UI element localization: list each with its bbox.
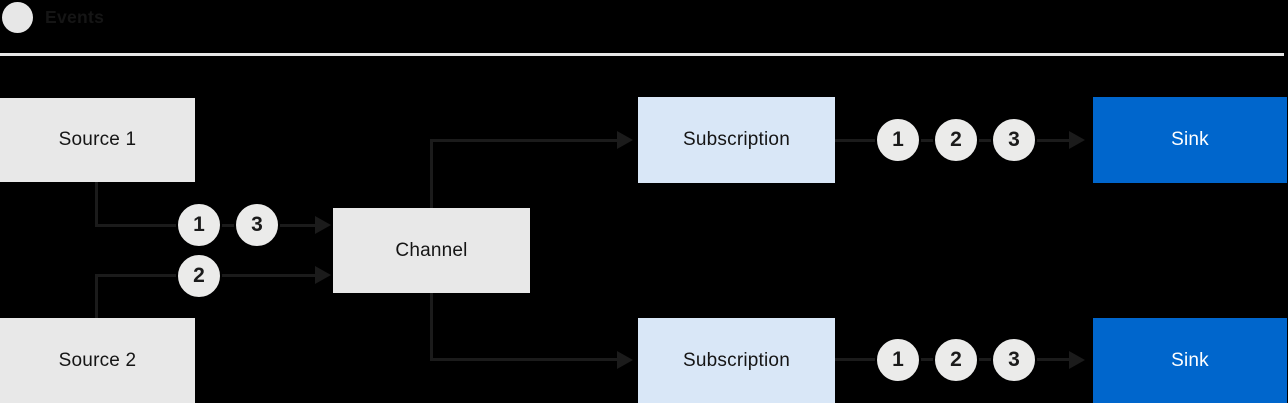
node-subscription-top-label: Subscription bbox=[683, 129, 790, 150]
connector-channel-to-subscription-bottom bbox=[430, 358, 619, 361]
arrowhead-into-sink-top-icon bbox=[1069, 131, 1085, 149]
events-legend-icon bbox=[2, 2, 33, 33]
event-marker: 1 bbox=[875, 337, 921, 383]
event-marker: 2 bbox=[933, 337, 979, 383]
node-sink-bottom-label: Sink bbox=[1171, 349, 1209, 371]
event-marker: 1 bbox=[875, 117, 921, 163]
connector-channel-to-subscription-top bbox=[430, 139, 619, 142]
arrowhead-into-channel-bottom-icon bbox=[315, 266, 331, 284]
event-marker: 3 bbox=[991, 337, 1037, 383]
node-sink-bottom: Sink bbox=[1093, 318, 1287, 403]
node-source-1: Source 1 bbox=[0, 98, 195, 182]
node-sink-top-label: Sink bbox=[1171, 129, 1209, 150]
events-legend-label: Events bbox=[45, 7, 105, 27]
legend-divider bbox=[0, 53, 1284, 56]
event-marker: 2 bbox=[933, 117, 979, 163]
node-channel: Channel bbox=[333, 208, 530, 293]
connector-channel-down bbox=[430, 292, 433, 360]
connector-source1-down bbox=[95, 181, 98, 226]
node-sink-top: Sink bbox=[1093, 97, 1287, 183]
arrowhead-into-sink-bottom-icon bbox=[1069, 351, 1085, 369]
node-subscription-top: Subscription bbox=[638, 97, 835, 183]
connector-source2-up bbox=[95, 275, 98, 318]
event-marker: 2 bbox=[176, 253, 222, 299]
node-subscription-bottom-label: Subscription bbox=[683, 349, 790, 371]
arrowhead-into-channel-top-icon bbox=[315, 216, 331, 234]
arrowhead-into-subscription-bottom-icon bbox=[617, 351, 633, 369]
node-source-2-label: Source 2 bbox=[58, 349, 137, 371]
node-channel-label: Channel bbox=[395, 239, 468, 261]
event-marker: 3 bbox=[234, 202, 280, 248]
event-marker: 1 bbox=[176, 202, 222, 248]
node-source-1-label: Source 1 bbox=[58, 129, 137, 150]
arrowhead-into-subscription-top-icon bbox=[617, 131, 633, 149]
connector-channel-up bbox=[430, 140, 433, 209]
event-marker: 3 bbox=[991, 117, 1037, 163]
node-subscription-bottom: Subscription bbox=[638, 318, 835, 403]
node-source-2: Source 2 bbox=[0, 318, 195, 403]
